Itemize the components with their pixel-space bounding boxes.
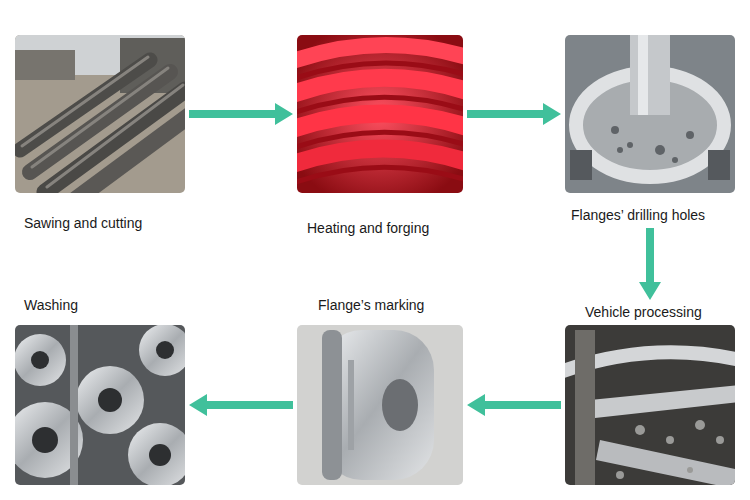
glow-bands — [297, 45, 463, 184]
tool-bar — [590, 385, 735, 418]
clamp — [708, 150, 730, 180]
tool-bar — [596, 440, 735, 485]
flow-arrow — [189, 103, 293, 125]
photo-part — [76, 366, 144, 434]
band-shadow — [297, 97, 463, 114]
bars-photo — [15, 35, 185, 193]
drilling-photo — [565, 35, 735, 193]
yard-ground — [15, 35, 185, 193]
photo-part — [695, 420, 705, 430]
shavings — [616, 420, 724, 479]
flow-arrow — [467, 103, 561, 125]
photo-part — [666, 436, 674, 444]
photo-part — [139, 325, 185, 376]
photo-part — [98, 388, 122, 412]
bar-highlight — [22, 57, 148, 146]
photo-part — [15, 334, 66, 386]
band — [297, 148, 463, 165]
washing-photo — [15, 325, 185, 485]
band — [297, 78, 463, 95]
steel-bars — [20, 57, 185, 193]
lathe-photo — [565, 325, 735, 485]
stamp — [348, 360, 354, 450]
photo-part — [616, 471, 624, 479]
band-shadow — [297, 132, 463, 149]
stack — [15, 50, 75, 80]
band-shadow — [297, 167, 463, 184]
photo-part — [672, 157, 678, 163]
photo-part — [686, 131, 694, 139]
step-caption: Sawing and cutting — [24, 215, 142, 232]
clamp — [570, 150, 592, 180]
process-step: Flange’s marking — [297, 297, 463, 485]
photo-part — [655, 145, 665, 155]
photo-part — [716, 436, 724, 444]
process-step: Heating and forging — [297, 35, 463, 237]
bolt-hole — [382, 379, 418, 431]
drill-column-shine — [638, 35, 648, 115]
forging-photo — [297, 35, 463, 193]
photo-part — [156, 341, 174, 359]
flow-arrow — [189, 394, 293, 416]
photo-part — [617, 147, 623, 153]
process-step: Sawing and cutting — [15, 35, 185, 232]
step-caption: Flange’s marking — [318, 297, 424, 314]
process-step: Flanges’ drilling holes — [565, 35, 735, 224]
process-step: Washing — [15, 297, 185, 485]
flange-face — [322, 330, 434, 480]
flow-arrow — [639, 228, 661, 300]
post — [575, 330, 595, 485]
photo-part — [70, 325, 78, 485]
band — [297, 45, 463, 62]
bar-highlight — [47, 85, 183, 187]
band-shadow — [297, 63, 463, 80]
step-caption: Flanges’ drilling holes — [571, 207, 705, 224]
chips — [611, 126, 694, 163]
flange-edge — [322, 330, 342, 480]
photo-part — [687, 467, 693, 473]
step-caption: Washing — [24, 297, 78, 314]
marking-photo — [297, 325, 463, 485]
photo-part — [128, 423, 185, 485]
bar-highlight — [32, 68, 168, 167]
drill-column — [630, 35, 670, 115]
marking-bg — [297, 325, 463, 485]
band — [297, 113, 463, 130]
machine-bed — [565, 35, 735, 193]
flow-arrow — [467, 394, 561, 416]
step-caption: Heating and forging — [307, 220, 429, 237]
photo-part — [635, 425, 645, 435]
process-step: Vehicle processing — [565, 304, 735, 485]
photo-part — [611, 126, 619, 134]
photo-part — [149, 444, 171, 466]
photo-part — [31, 351, 49, 369]
flanges — [15, 325, 185, 485]
photo-part — [32, 427, 58, 453]
step-caption: Vehicle processing — [585, 304, 702, 321]
photo-part — [627, 142, 633, 148]
